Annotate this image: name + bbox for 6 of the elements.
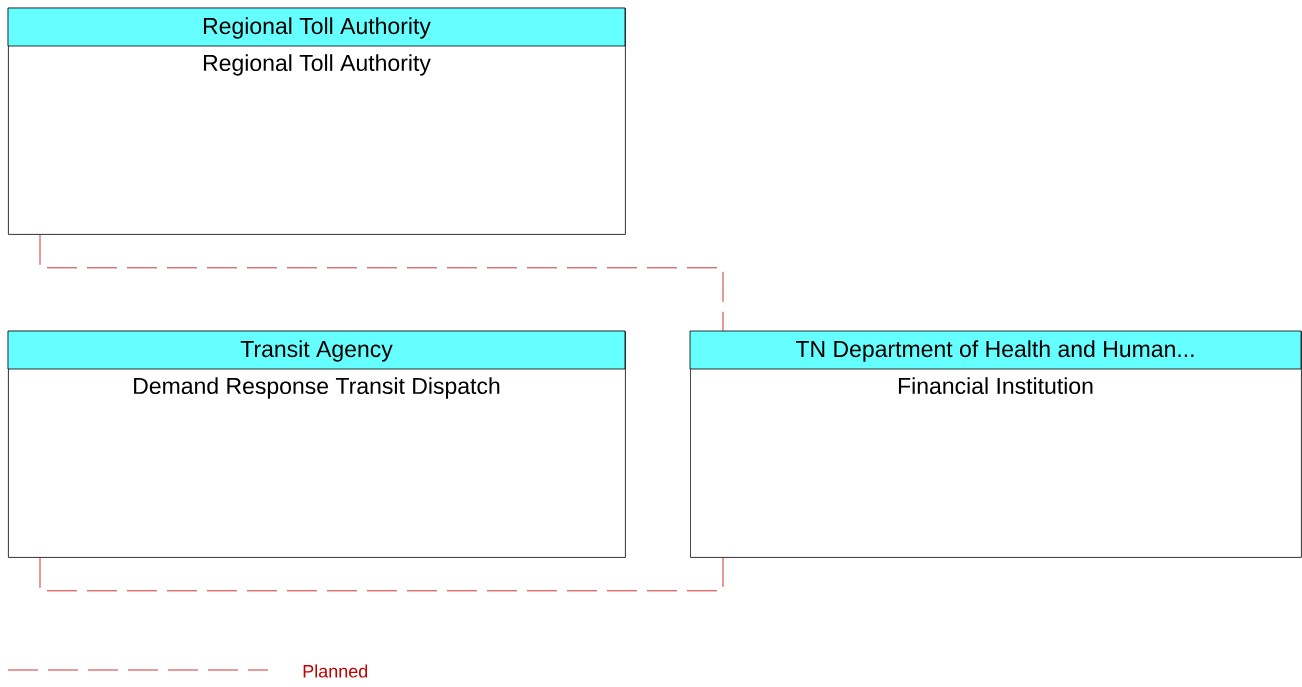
system-box: Transit Agency Demand Response Transit Dispatch — [7, 330, 626, 558]
system-box: Regional Toll Authority Regional Toll Authority — [7, 7, 626, 235]
connector-line — [39, 557, 724, 592]
connector-line — [39, 234, 724, 332]
legend-label: Planned — [303, 664, 368, 678]
system-box: TN Department of Health and Human... Financial Institution — [689, 330, 1302, 558]
